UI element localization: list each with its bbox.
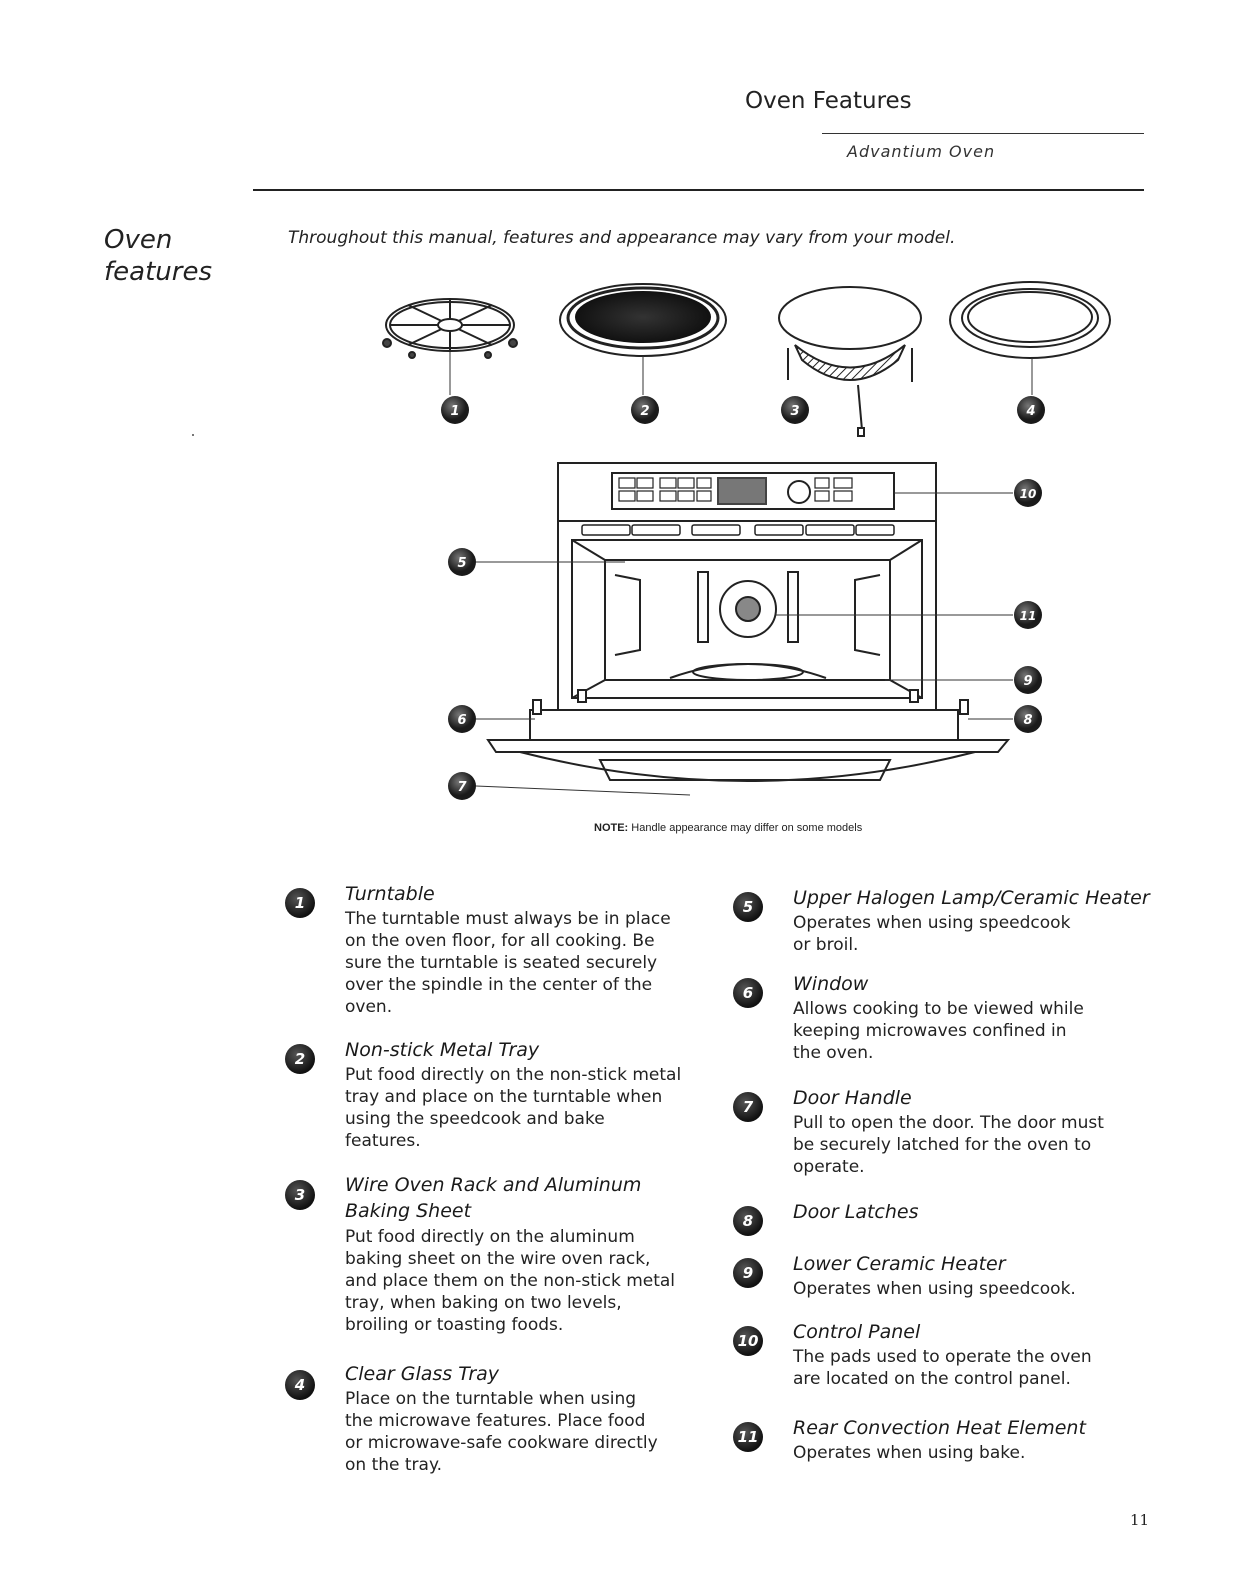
callout-7-icon: 7 (448, 772, 476, 800)
item-8-number-icon: 8 (733, 1206, 763, 1236)
feature-item-10: 10 Control Panel The pads used to operat… (733, 1320, 1163, 1390)
item-7-body: Pull to open the door. The door must be … (793, 1113, 1104, 1177)
section-title-line-1: Oven (104, 225, 173, 255)
item-5-title: Upper Halogen Lamp/Ceramic Heater (793, 887, 1150, 909)
non-stick-tray-illustration (559, 283, 727, 357)
svg-text:6: 6 (457, 713, 466, 728)
svg-text:4: 4 (1025, 404, 1035, 419)
diagram-note: NOTE: Handle appearance may differ on so… (594, 822, 862, 834)
turntable-illustration (382, 298, 518, 359)
item-5-body: Operates when using speedcook or broil. (793, 913, 1071, 955)
svg-text:3: 3 (790, 404, 799, 419)
page-header-subtitle: Advantium Oven (847, 142, 996, 161)
item-6-number-icon: 6 (733, 978, 763, 1008)
header-divider (822, 133, 1144, 134)
callout-4-icon: 4 (1017, 396, 1045, 424)
item-3-number-icon: 3 (285, 1180, 315, 1210)
item-1-number-icon: 1 (285, 888, 315, 918)
glass-tray-illustration (949, 281, 1111, 359)
item-9-number-icon: 9 (733, 1258, 763, 1288)
feature-item-8: 8 Door Latches (733, 1200, 1163, 1236)
callout-11-icon: 11 (1014, 601, 1042, 629)
svg-text:7: 7 (457, 780, 467, 795)
scan-speck (192, 434, 194, 436)
svg-text:9: 9 (1023, 674, 1032, 689)
callout-2-icon: 2 (631, 396, 659, 424)
svg-text:10: 10 (1020, 487, 1037, 501)
page-number: 11 (1130, 1511, 1150, 1529)
svg-text:5: 5 (457, 556, 466, 571)
callout-6-icon: 6 (448, 705, 476, 733)
item-5-number-icon: 5 (733, 892, 763, 922)
item-6-body: Allows cooking to be viewed while keepin… (793, 999, 1084, 1063)
feature-item-1: 1 Turntable The turntable must always be… (285, 882, 715, 1018)
item-11-number-icon: 11 (733, 1422, 763, 1452)
item-1-title: Turntable (345, 883, 435, 905)
intro-text: Throughout this manual, features and app… (288, 228, 956, 248)
item-6-title: Window (793, 973, 869, 995)
feature-item-6: 6 Window Allows cooking to be viewed whi… (733, 972, 1163, 1064)
page-header-title: Oven Features (745, 88, 912, 114)
callout-3-icon: 3 (781, 396, 809, 424)
item-3-title: Wire Oven Rack and Aluminum Baking Sheet (345, 1174, 642, 1222)
callout-9-icon: 9 (1014, 666, 1042, 694)
callout-8-icon: 8 (1014, 705, 1042, 733)
section-title: Oven features (104, 224, 212, 288)
item-10-title: Control Panel (793, 1321, 921, 1343)
item-2-body: Put food directly on the non-stick metal… (345, 1065, 682, 1151)
feature-item-7: 7 Door Handle Pull to open the door. The… (733, 1086, 1163, 1178)
item-9-body: Operates when using speedcook. (793, 1279, 1076, 1299)
item-2-title: Non-stick Metal Tray (345, 1039, 540, 1061)
item-2-number-icon: 2 (285, 1044, 315, 1074)
callout-1-icon: 1 (441, 396, 469, 424)
item-3-body: Put food directly on the aluminum baking… (345, 1227, 676, 1335)
main-divider (253, 189, 1144, 191)
feature-item-9: 9 Lower Ceramic Heater Operates when usi… (733, 1252, 1163, 1300)
note-text: Handle appearance may differ on some mod… (628, 822, 863, 834)
item-8-title: Door Latches (793, 1201, 919, 1223)
item-7-number-icon: 7 (733, 1092, 763, 1122)
item-4-title: Clear Glass Tray (345, 1363, 500, 1385)
note-label: NOTE: (594, 822, 629, 834)
svg-text:1: 1 (450, 404, 459, 419)
feature-item-3: 3 Wire Oven Rack and Aluminum Baking She… (285, 1172, 715, 1336)
feature-item-11: 11 Rear Convection Heat Element Operates… (733, 1416, 1163, 1464)
feature-item-2: 2 Non-stick Metal Tray Put food directly… (285, 1038, 715, 1152)
item-7-title: Door Handle (793, 1087, 912, 1109)
wire-rack-illustration (778, 286, 922, 437)
item-10-number-icon: 10 (733, 1326, 763, 1356)
item-9-title: Lower Ceramic Heater (793, 1253, 1006, 1275)
item-4-body: Place on the turntable when using the mi… (345, 1389, 658, 1475)
item-1-body: The turntable must always be in place on… (345, 909, 671, 1017)
feature-item-5: 5 Upper Halogen Lamp/Ceramic Heater Oper… (733, 886, 1173, 956)
oven-body-illustration (486, 462, 1011, 782)
svg-text:8: 8 (1023, 713, 1032, 728)
item-10-body: The pads used to operate the oven are lo… (793, 1347, 1092, 1389)
item-11-title: Rear Convection Heat Element (793, 1417, 1086, 1439)
callout-5-icon: 5 (448, 548, 476, 576)
oven-diagram: 1 2 3 4 5 6 7 8 9 10 11 (382, 281, 1111, 800)
section-title-line-2: features (104, 257, 212, 287)
item-4-number-icon: 4 (285, 1370, 315, 1400)
feature-item-4: 4 Clear Glass Tray Place on the turntabl… (285, 1362, 715, 1476)
item-11-body: Operates when using bake. (793, 1443, 1026, 1463)
svg-text:2: 2 (640, 404, 649, 419)
svg-text:11: 11 (1020, 609, 1037, 623)
callout-10-icon: 10 (1014, 479, 1042, 507)
